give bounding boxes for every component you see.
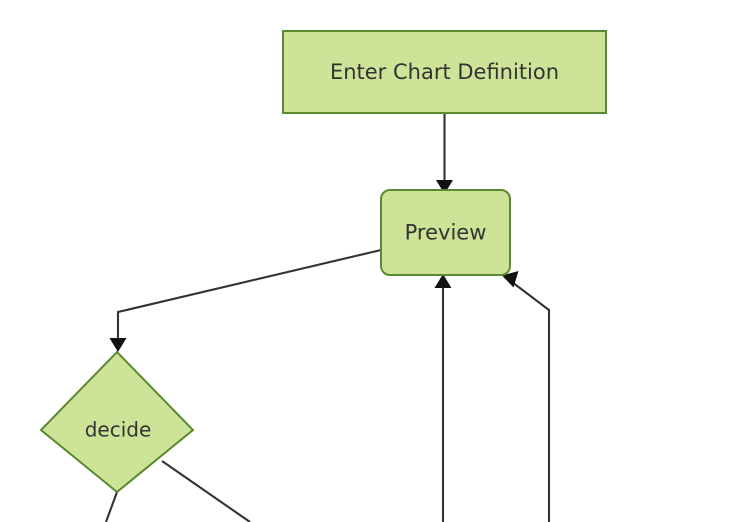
- arrowhead-return-center-to-preview: [434, 274, 452, 288]
- node-preview[interactable]: Preview: [380, 189, 511, 276]
- node-enter-chart-definition[interactable]: Enter Chart Definition: [282, 30, 607, 114]
- edge-return-right-to-preview: [507, 278, 551, 522]
- node-preview-shape[interactable]: [380, 189, 511, 276]
- node-decide-shape[interactable]: [39, 350, 195, 494]
- arrowhead-return-right-to-preview: [502, 271, 519, 288]
- edge-preview-to-decide: [116, 248, 382, 341]
- edge-decide-exit-right: [161, 460, 251, 522]
- node-group: Enter Chart Definition Preview decide: [39, 30, 607, 494]
- edge-decide-exit-left: [105, 491, 118, 522]
- node-decide-label: decide: [85, 418, 152, 442]
- node-decide[interactable]: decide: [39, 350, 195, 494]
- node-preview-label: Preview: [405, 221, 487, 245]
- node-enter-chart-definition-shape[interactable]: [282, 30, 607, 114]
- edge-group: [105, 113, 551, 522]
- arrowhead-preview-to-decide: [109, 338, 127, 352]
- node-enter-chart-definition-label: Enter Chart Definition: [330, 60, 559, 84]
- arrowhead-enter-to-preview: [436, 180, 453, 194]
